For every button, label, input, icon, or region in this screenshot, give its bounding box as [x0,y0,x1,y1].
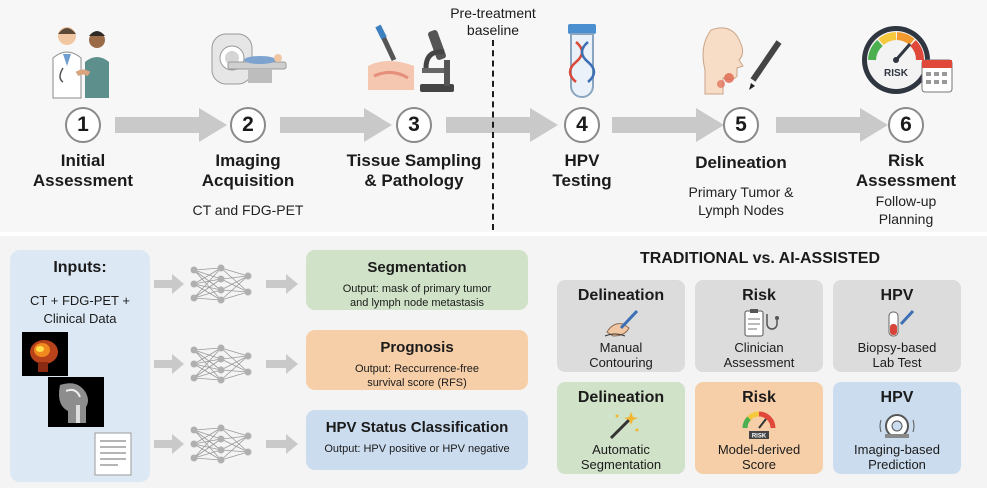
traditional-delineation-card: Delineation Manual Contouring [557,280,685,372]
head-neck-pen-icon [702,27,782,95]
step-subtitle: Primary Tumor & Lymph Nodes [688,184,794,218]
dna-test-tube-icon [568,24,596,98]
task-output: Output: mask of primary tumor and lymph … [342,283,492,309]
step-hpv-testing: 4 HPV Testing [502,0,662,232]
ai-hpv-card: HPV Imaging-based Prediction [833,382,961,474]
task-segmentation: Segmentation Output: mask of primary tum… [306,250,528,310]
inputs-title: Inputs: [53,259,107,276]
card-subtitle: Manual Contouring [589,340,653,370]
card-title: Delineation [577,389,665,406]
flow-arrow-5-6 [776,108,888,142]
step-subtitle: CT and FDG-PET [192,202,304,218]
neural-network-icon [190,424,252,464]
input-arrow-segmentation [154,274,184,294]
flow-arrow-3-4 [446,108,558,142]
step-title: Initial Assessment [32,151,134,190]
network-arrow-hpv [266,434,298,454]
traditional-risk-card: Risk Clinician Assessment [695,280,823,372]
step-title: HPV Testing [552,151,612,190]
doctor-handshake-icon [52,27,109,99]
flow-arrow-1-2 [115,108,227,142]
card-subtitle: Imaging-based Prediction [854,442,940,472]
task-hpv-classification: HPV Status Classification Output: HPV po… [306,410,528,470]
risk-gauge-label: RISK [884,68,909,79]
risk-gauge-icon: RISK [742,411,776,440]
task-output: Output: Reccurrence-free survival score … [354,363,480,389]
step-risk-assessment: RISK 6 Risk Assessment Follow-up Plannin… [826,0,986,232]
biopsy-microscope-icon [368,24,454,92]
input-arrow-prognosis [154,354,184,374]
task-title: HPV Status Classification [325,419,509,436]
ct-scanner-icon [211,33,287,85]
baseline-divider [492,40,494,230]
neural-network-icon [190,344,252,384]
clipboard-stethoscope-icon [744,309,779,337]
hand-pen-icon [604,309,639,337]
task-title: Segmentation [367,259,467,276]
network-arrow-prognosis [266,354,298,374]
network-arrow-segmentation [266,274,298,294]
step-tissue-sampling: 3 Tissue Sampling & Pathology [334,0,494,232]
step-number: 2 [230,107,266,143]
traditional-hpv-card: HPV Biopsy-based Lab Test [833,280,961,372]
card-subtitle: Biopsy-based Lab Test [857,340,937,370]
task-prognosis: Prognosis Output: Reccurrence-free survi… [306,330,528,390]
step-number: 3 [396,107,432,143]
risk-gauge-calendar-icon: RISK [862,26,953,94]
input-arrow-hpv [154,434,184,454]
card-title: Delineation [577,287,665,304]
step-subtitle: Follow-up Planning [875,193,937,227]
pet-scan-image [22,332,68,376]
step-initial-assessment: 1 Initial Assessment [3,0,163,232]
comparison-title: TRADITIONAL vs. AI-ASSISTED [639,250,881,267]
step-number: 5 [723,107,759,143]
gauge-label: RISK [752,434,767,440]
step-title: Delineation [695,153,787,172]
card-title: HPV [880,287,914,304]
card-title: Risk [742,287,776,304]
magic-wand-icon [609,412,639,440]
ct-scan-image [48,377,104,427]
clinical-document-icon [94,432,132,476]
card-title: HPV [880,389,914,406]
scanner-icon [879,414,915,438]
step-number: 1 [65,107,101,143]
inputs-description: CT + FDG-PET + Clinical Data [30,293,130,326]
ai-risk-card: Risk RISK Model-derived Score [695,382,823,474]
flow-arrow-4-5 [612,108,724,142]
step-imaging-acquisition: 2 Imaging Acquisition CT and FDG-PET [168,0,328,232]
card-subtitle: Clinician Assessment [723,340,795,370]
step-number: 6 [888,107,924,143]
step-title: Imaging Acquisition [201,151,295,190]
ai-delineation-card: Delineation Automatic Segmentation [557,382,685,474]
neural-network-icon [190,264,252,304]
test-tube-dropper-icon [888,309,915,337]
baseline-label: Pre-treatment baseline [450,5,536,38]
flow-arrow-2-3 [280,108,392,142]
step-title: Risk Assessment [855,151,957,190]
step-delineation: 5 Delineation Primary Tumor & Lymph Node… [661,0,821,232]
card-subtitle: Automatic Segmentation [580,442,662,472]
card-subtitle: Model-derived Score [717,442,801,472]
inputs-panel: Inputs: CT + FDG-PET + Clinical Data [10,250,150,482]
task-title: Prognosis [380,339,454,356]
card-title: Risk [742,389,776,406]
step-title: Tissue Sampling & Pathology [346,151,482,190]
task-output: Output: HPV positive or HPV negative [324,443,510,455]
step-number: 4 [564,107,600,143]
